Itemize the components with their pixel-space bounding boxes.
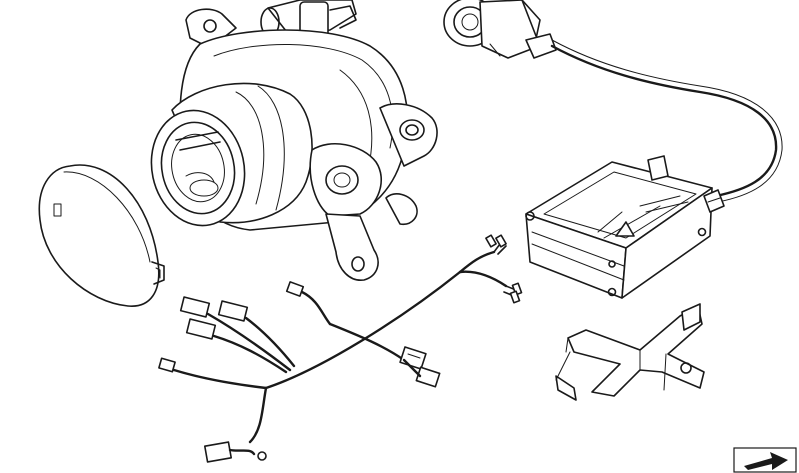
bulb-socket[interactable]: [443, 0, 557, 59]
fog-lamp-housing[interactable]: [141, 0, 438, 281]
mounting-bracket[interactable]: [555, 303, 705, 401]
wiring-harness[interactable]: [158, 234, 523, 463]
ignition-cable[interactable]: [550, 39, 783, 203]
lamp-cover[interactable]: [38, 164, 165, 307]
navigation-arrow[interactable]: [733, 447, 797, 473]
arrow-right-icon: [744, 452, 788, 470]
control-unit[interactable]: [525, 155, 725, 299]
